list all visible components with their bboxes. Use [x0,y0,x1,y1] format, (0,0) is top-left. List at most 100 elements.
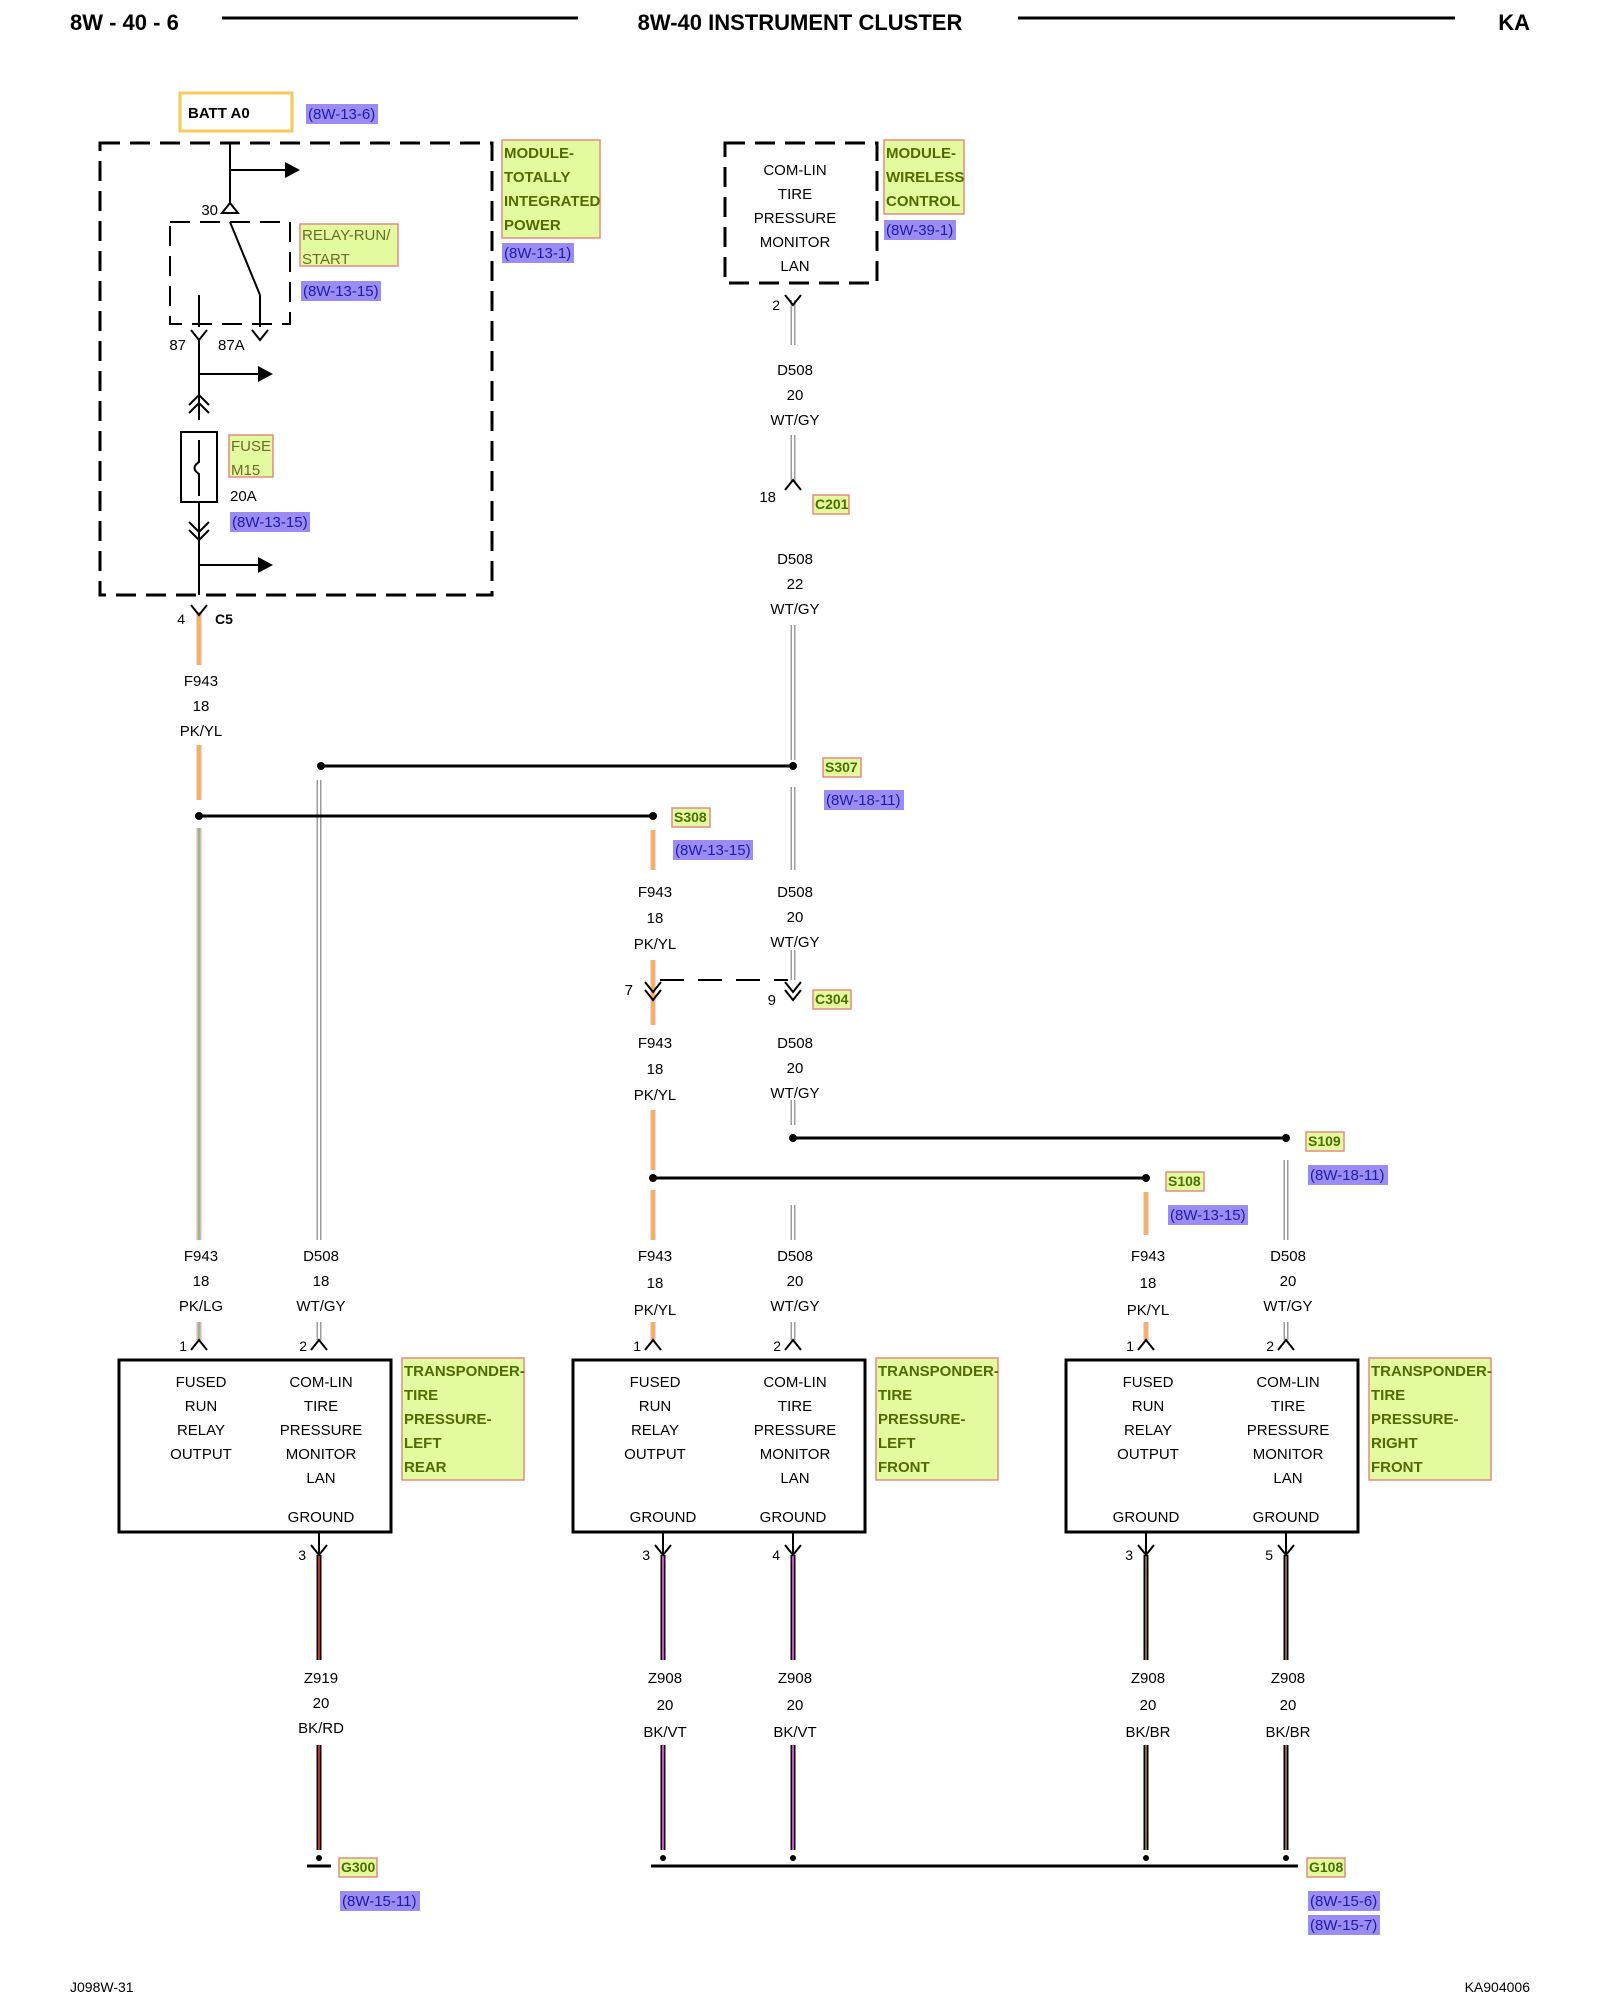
lf-d508-line-1: 20 [787,1273,804,1290]
relay-label-bg [299,223,399,267]
lf-f943-line-1: 18 [647,1275,664,1292]
rear-d508-line-2: WT/GY [296,1298,345,1315]
rf-pin-out-b: 5 [1265,1547,1273,1563]
d508-a-line-0: D508 [777,362,813,379]
g108-ref-1-bg [1308,1891,1380,1911]
fuse-ref-bg [230,512,310,532]
g108-ref-2: (8W-15-7) [1310,1917,1377,1934]
c5-pin: 4 [177,611,185,627]
sensor-1-name-bg [875,1357,999,1481]
rf-f943-line-1: 18 [1140,1275,1157,1292]
rf-pin-in1: 1 [1126,1338,1134,1354]
splice-runs [199,764,1286,1180]
sensor-0-name-line-3: LEFT [404,1435,442,1452]
lf-bottom-left: GROUND [630,1509,697,1526]
tipm-module: 30 87 87A 20A 4 C5 [98,141,494,627]
sensor-2-right-line-2: PRESSURE [1247,1422,1330,1439]
d508-mid2-line-0: D508 [777,1035,813,1052]
c304-pin-left: 7 [625,982,633,999]
batt-a0: BATT A0 [178,91,294,133]
rf-d508-line-2: WT/GY [1263,1298,1312,1315]
f943-mid2-line-1: 18 [647,1061,664,1078]
z919-line-2: BK/RD [298,1720,344,1737]
rear-d508-line-0: D508 [303,1248,339,1265]
pin-87a: 87A [218,337,245,354]
sensor-1-left-line-2: RELAY [631,1422,679,1439]
rf-d508-line-1: 20 [1280,1273,1297,1290]
z908-lf3-line-2: BK/VT [643,1724,686,1741]
z908-rf3-line-0: Z908 [1131,1670,1165,1687]
wcm-pin: 2 [772,297,780,313]
lf-d508-line-2: WT/GY [770,1298,819,1315]
sensor-left-front: 1 2 3 4 GROUND GROUND [571,1338,867,1563]
sensor-0-name-bg [401,1357,525,1481]
sensor-1-name-line-3: LEFT [878,1435,916,1452]
rf-bottom-right: GROUND [1253,1509,1320,1526]
s109-label: S109 [1308,1133,1341,1149]
sensor-0-left-line-0: FUSED [176,1374,227,1391]
sensor-right-front: 1 2 3 5 GROUND GROUND [1064,1338,1360,1563]
sensor-1-left-line-0: FUSED [630,1374,681,1391]
c304-label-bg [812,989,852,1010]
fuse-label-line-0: FUSE [231,438,271,455]
z908-rf5-line-0: Z908 [1271,1670,1305,1687]
footer-left: J098W-31 [70,1979,134,1995]
s308-ref: (8W-13-15) [675,842,751,859]
s108-label: S108 [1168,1173,1201,1189]
sensor-1-right-line-3: MONITOR [760,1446,831,1463]
lf-pin-in2: 2 [773,1338,781,1354]
tipm-name-line-0: MODULE- [504,145,574,162]
sensor-1-right-line-2: PRESSURE [754,1422,837,1439]
sensor-0-left-line-3: OUTPUT [170,1446,232,1463]
wcm-ref-bg [884,220,956,240]
rf-d508-line-0: D508 [1270,1248,1306,1265]
ground-symbols [307,1855,1298,1868]
f943-mid-line-1: 18 [647,910,664,927]
sensor-2-left-line-2: RELAY [1124,1422,1172,1439]
g108-label-bg [1306,1857,1346,1878]
lr-pin-in1: 1 [179,1338,187,1354]
sensor-2-left-line-3: OUTPUT [1117,1446,1179,1463]
s307-label-bg [822,757,862,778]
d508-mid2-line-2: WT/GY [770,1085,819,1102]
wcm-lan-line-1: TIRE [778,186,812,203]
sensor-1-name-line-0: TRANSPONDER- [878,1363,999,1380]
sensor-2-right-line-3: MONITOR [1253,1446,1324,1463]
lf-pin-out-b: 4 [772,1547,780,1563]
sensor-0-name-line-0: TRANSPONDER- [404,1363,525,1380]
c5-label: C5 [215,611,233,627]
wire-rf [1143,1160,1289,1340]
sensor-2-name-line-2: PRESSURE- [1371,1411,1459,1428]
model-code: KA [1498,10,1530,35]
d508-b-line-1: 22 [787,576,804,593]
z908-rf3-line-2: BK/BR [1125,1724,1170,1741]
fuse-rating: 20A [230,488,257,505]
s307-label: S307 [825,759,858,775]
batt-ref-bg [306,104,378,124]
rear-d508-line-1: 18 [313,1273,330,1290]
wcm-name-line-0: MODULE- [886,145,956,162]
batt-label: BATT A0 [188,105,250,122]
rear-f943-line-2: PK/LG [179,1298,223,1315]
sensor-0-name-line-2: PRESSURE- [404,1411,492,1428]
pin-87: 87 [169,337,186,354]
sensor-1-name-line-4: FRONT [878,1459,930,1476]
g300-label-bg [338,1857,378,1878]
sensor-2-right-line-1: TIRE [1271,1398,1305,1415]
lf-pin-in1: 1 [633,1338,641,1354]
fuse-ref: (8W-13-15) [232,514,308,531]
relay-ref: (8W-13-15) [303,283,379,300]
sensor-2-right-line-0: COM-LIN [1256,1374,1319,1391]
z919-line-1: 20 [313,1695,330,1712]
s308-ref-bg [673,840,753,860]
f943-main-line-0: F943 [184,673,218,690]
s307-ref-bg [824,790,904,810]
page-footer: J098W-31 KA904006 [70,1979,1530,1995]
relay-ref-bg [301,281,381,301]
s308-label: S308 [674,809,707,825]
z908-rf5-line-1: 20 [1280,1697,1297,1714]
rear-f943-line-1: 18 [193,1273,210,1290]
f943-mid-line-2: PK/YL [634,936,677,953]
g300-ref: (8W-15-11) [342,1893,416,1910]
wcm-name-bg [883,139,965,215]
